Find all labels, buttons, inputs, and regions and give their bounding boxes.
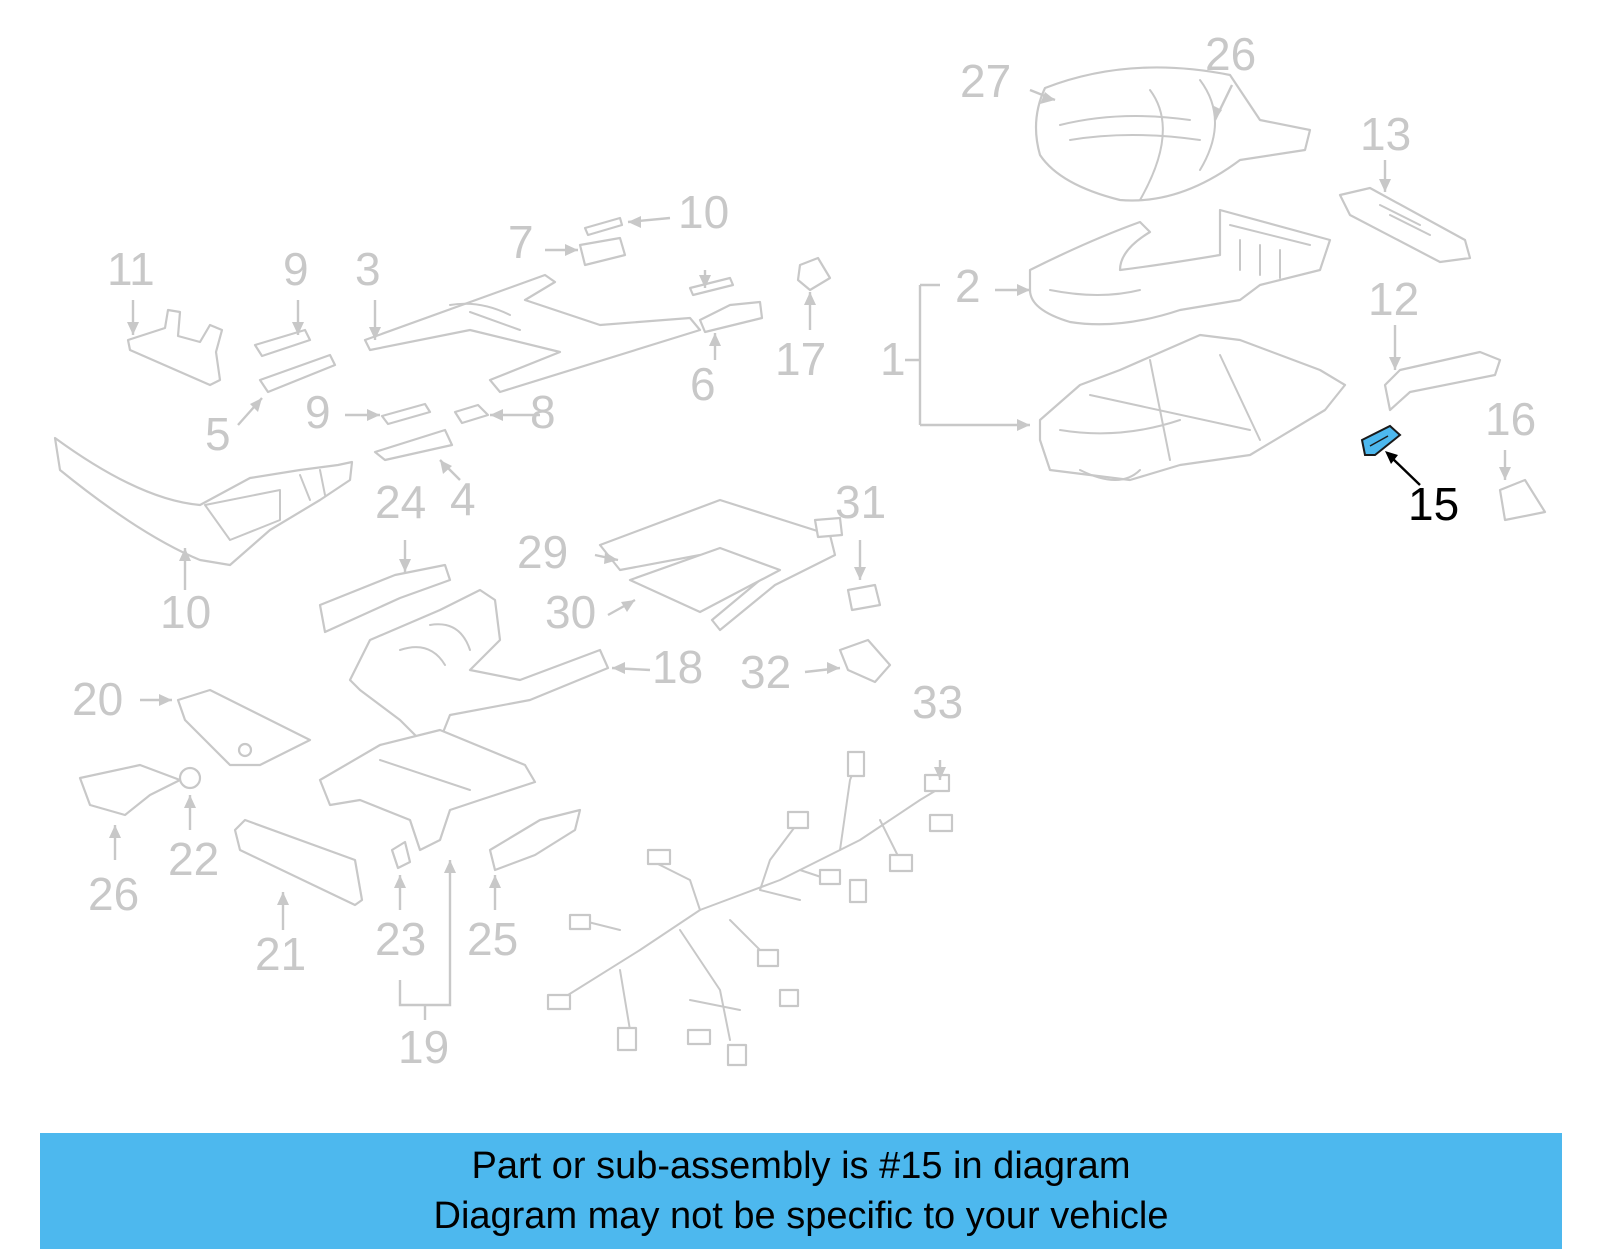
- callout-18[interactable]: 18: [652, 641, 703, 693]
- leader-lines: [109, 84, 1511, 1020]
- callout-8[interactable]: 8: [530, 386, 556, 438]
- part-26-tray: [78, 763, 182, 817]
- callout-14[interactable]: 13: [1360, 108, 1411, 160]
- part-3-rail: [363, 273, 702, 394]
- callout-27[interactable]: 26: [1205, 28, 1256, 80]
- callout-23[interactable]: 23: [375, 913, 426, 965]
- callout-11[interactable]: 10: [160, 586, 211, 638]
- callout-32[interactable]: 32: [740, 646, 791, 698]
- callout-labels: 27 26 13 2 12 1 16 15 11 9 3 7 10 17 6 5…: [72, 28, 1536, 1073]
- callout-26[interactable]: 26: [88, 868, 139, 920]
- part-25: [488, 808, 582, 872]
- part-32: [838, 638, 892, 684]
- callout-22[interactable]: 22: [168, 833, 219, 885]
- callout-6[interactable]: 6: [690, 358, 716, 410]
- part-33-wiring-harness: [546, 750, 954, 1067]
- part-22-ring: [178, 766, 202, 790]
- part-29-cushion-top: [598, 498, 844, 632]
- callout-15[interactable]: 15: [1408, 478, 1459, 530]
- part-14: [1338, 186, 1472, 264]
- leader-15-active: [1385, 451, 1421, 486]
- callout-4[interactable]: 4: [450, 473, 476, 525]
- part-21: [233, 818, 364, 907]
- part-seat-base-frame: [1038, 333, 1347, 482]
- part-8: [453, 403, 490, 425]
- part-17: [796, 256, 832, 292]
- callout-20[interactable]: 20: [72, 673, 123, 725]
- callout-33[interactable]: 33: [912, 676, 963, 728]
- banner-line-disclaimer: Diagram may not be specific to your vehi…: [433, 1195, 1169, 1237]
- parts-diagram: 27 26 13 2 12 1 16 15 11 9 3 7 10 17 6 5…: [53, 28, 1547, 1073]
- callout-30[interactable]: 30: [545, 586, 596, 638]
- callout-5[interactable]: 5: [205, 408, 231, 460]
- part-seat-frame-upper: [1028, 208, 1332, 326]
- part-18-seat-track: [318, 588, 610, 852]
- callout-25[interactable]: 25: [467, 913, 518, 965]
- callout-29[interactable]: 29: [517, 526, 568, 578]
- part-7: [578, 236, 627, 267]
- part-13: [1383, 350, 1502, 412]
- callout-13[interactable]: 12: [1368, 273, 1419, 325]
- part-9-upper: [253, 328, 312, 358]
- callout-12[interactable]: 11: [107, 243, 155, 295]
- part-30-cushion-pad: [628, 546, 782, 614]
- callout-31[interactable]: 31: [835, 476, 886, 528]
- part-20: [176, 688, 312, 767]
- part-5: [258, 353, 337, 394]
- callout-9-upper[interactable]: 9: [283, 243, 309, 295]
- callout-24[interactable]: 24: [375, 476, 426, 528]
- part-6: [698, 300, 764, 334]
- part-seat-cushion: [1034, 66, 1312, 202]
- callout-16[interactable]: 16: [1485, 393, 1536, 445]
- part-16: [1498, 478, 1547, 522]
- callout-3[interactable]: 3: [355, 243, 381, 295]
- part-23: [390, 840, 412, 870]
- part-10: [583, 216, 735, 297]
- info-banner: Part or sub-assembly is #15 in diagram D…: [40, 1133, 1562, 1249]
- callout-7[interactable]: 7: [508, 216, 534, 268]
- callout-1[interactable]: 1: [880, 333, 906, 385]
- part-24: [318, 563, 452, 634]
- banner-line-part-number: Part or sub-assembly is #15 in diagram: [471, 1145, 1131, 1187]
- callout-2[interactable]: 2: [955, 260, 981, 312]
- callout-19[interactable]: 19: [398, 1021, 449, 1073]
- part-11-side-cover: [53, 436, 354, 567]
- callout-9-lower[interactable]: 9: [305, 386, 331, 438]
- part-15-highlighted[interactable]: [1360, 424, 1402, 456]
- part-9-lower: [380, 402, 432, 426]
- callout-10[interactable]: 10: [678, 186, 729, 238]
- part-4: [373, 428, 454, 462]
- part-12: [126, 308, 224, 387]
- callout-28[interactable]: 27: [960, 55, 1011, 107]
- part-31: [846, 583, 882, 612]
- callout-17[interactable]: 17: [775, 333, 826, 385]
- callout-21[interactable]: 21: [255, 928, 306, 980]
